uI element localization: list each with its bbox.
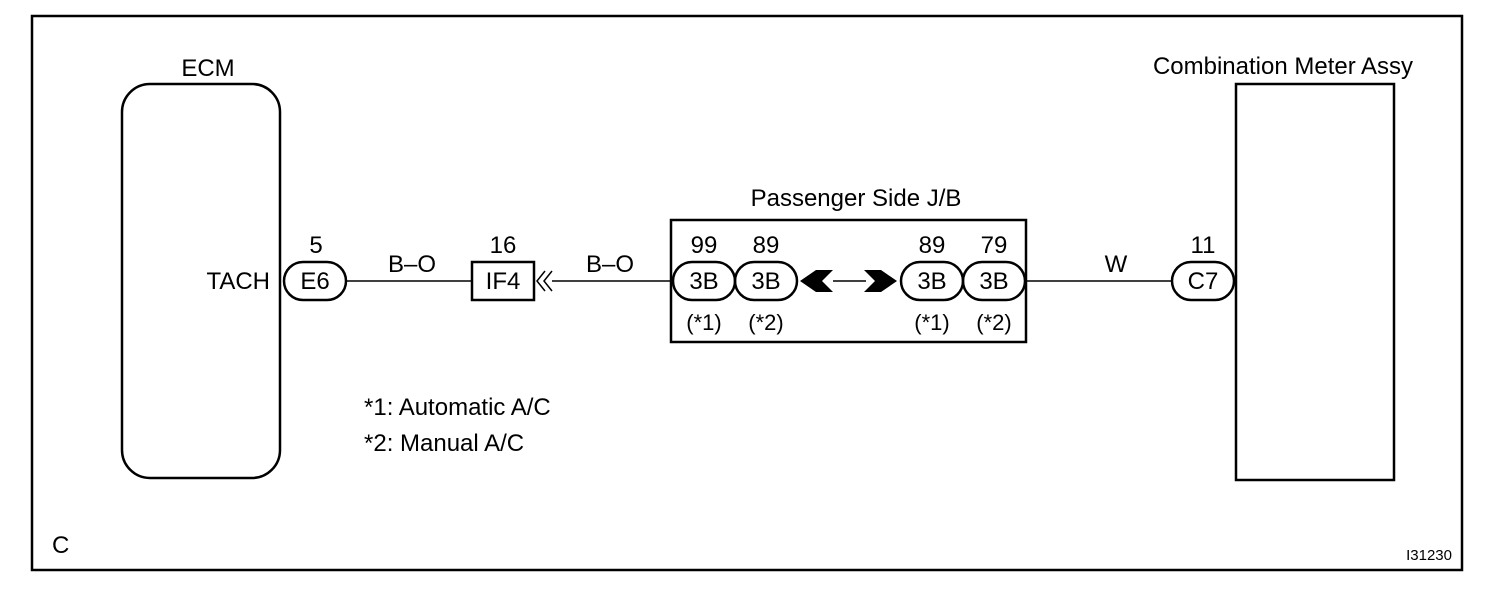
jb-out-1-connector-id: 3B <box>917 268 946 295</box>
ecm-title: ECM <box>181 55 234 82</box>
note-automatic-ac: *1: Automatic A/C <box>364 394 551 421</box>
jb-out-1-pin-number: 89 <box>919 232 946 259</box>
jb-out-2-note: (*2) <box>976 310 1011 335</box>
meter-box <box>1234 82 1396 482</box>
jb-in-1-pin-number: 99 <box>691 232 718 259</box>
ecm-box <box>120 82 282 480</box>
jb-in-2-pin-number: 89 <box>753 232 780 259</box>
jb-in-2-connector <box>733 260 799 302</box>
ecm-terminal-label: TACH <box>206 268 270 295</box>
c7-connector-id: C7 <box>1188 268 1219 295</box>
if4-connector <box>470 260 536 302</box>
jb-left-arrowhead <box>800 270 833 292</box>
jb-right-arrowhead <box>864 270 897 292</box>
if4-pin-number: 16 <box>490 232 517 259</box>
meter-title: Combination Meter Assy <box>1153 53 1413 80</box>
note-manual-ac: *2: Manual A/C <box>364 430 524 457</box>
corner-code: C <box>52 532 69 559</box>
c7-pin-number: 11 <box>1191 232 1216 259</box>
e6-connector-id: E6 <box>300 268 329 295</box>
wire-color-jb-meter: W <box>1105 251 1128 278</box>
if4-inline-connector-symbol <box>536 270 553 292</box>
wire-color-if4-jb: B–O <box>586 251 634 278</box>
jb-out-1-note: (*1) <box>914 310 949 335</box>
jb-in-2-note: (*2) <box>748 310 783 335</box>
c7-connector <box>1170 260 1236 302</box>
e6-pin-number: 5 <box>309 232 322 259</box>
wire-color-ecm-if4: B–O <box>388 251 436 278</box>
diagram-frame <box>30 14 1464 572</box>
if4-connector-id: IF4 <box>486 268 521 295</box>
jb-in-2-connector-id: 3B <box>751 268 780 295</box>
jb-out-2-connector-id: 3B <box>979 268 1008 295</box>
jb-in-1-note: (*1) <box>686 310 721 335</box>
figure-id: I31230 <box>1406 547 1452 564</box>
jb-in-1-connector-id: 3B <box>689 268 718 295</box>
jb-out-2-connector <box>961 260 1027 302</box>
jb-title: Passenger Side J/B <box>751 185 962 212</box>
jb-out-2-pin-number: 79 <box>981 232 1008 259</box>
